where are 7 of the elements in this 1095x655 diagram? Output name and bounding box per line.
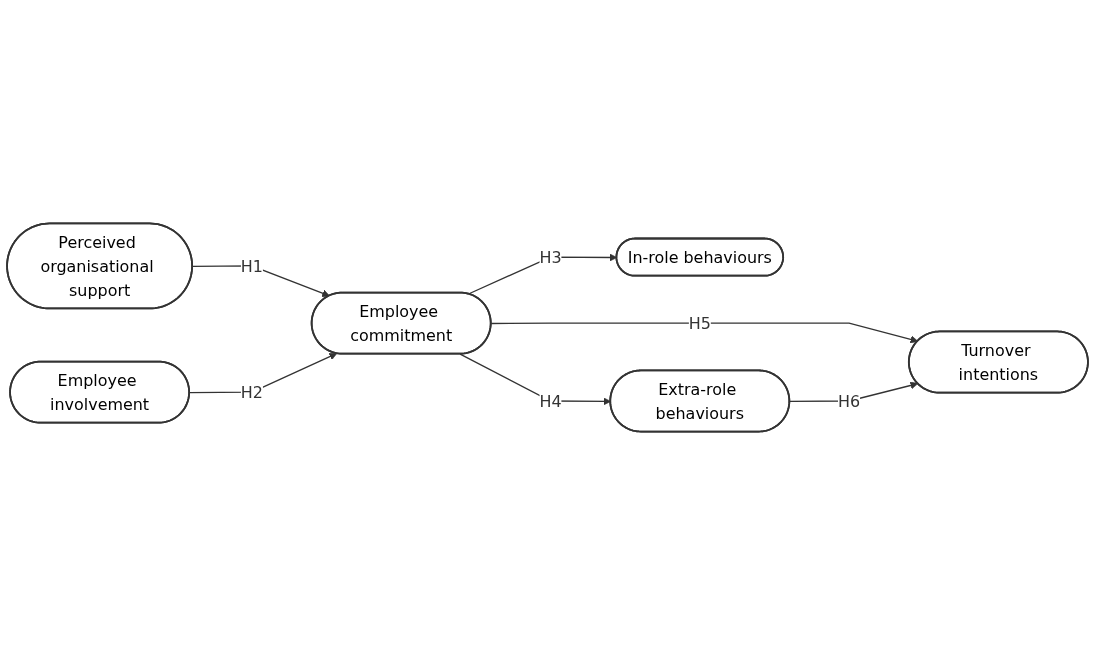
edge-label: H4 — [539, 391, 562, 411]
edge-label: H1 — [240, 256, 263, 276]
edge-label: H5 — [688, 313, 711, 333]
edge-label: H2 — [240, 382, 263, 402]
edge-label: H6 — [838, 391, 861, 411]
edge-label: H3 — [539, 247, 562, 267]
arrow — [490, 322, 919, 344]
